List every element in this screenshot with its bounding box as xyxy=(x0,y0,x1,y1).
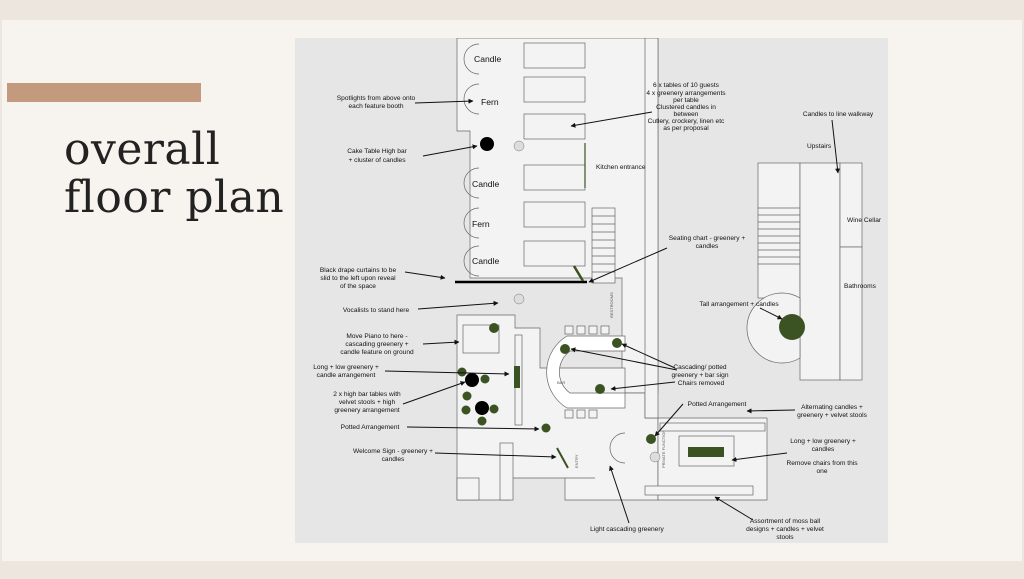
booth-label-candle-1: Candle xyxy=(474,54,501,64)
bathrooms-label: Bathrooms xyxy=(844,283,877,290)
bar-label: BAR xyxy=(557,380,565,385)
annotation-tall-arrangement: Tall arrangement + candles xyxy=(699,301,779,308)
booth-label-fern-2: Fern xyxy=(472,219,490,229)
annotation-chairs-removed: Chairs removed xyxy=(678,380,725,387)
entry-label: ENTRY xyxy=(574,454,579,468)
booths: Candle Fern Candle Fern Candle xyxy=(463,43,501,277)
private-function-label: PRIVATE FUNCTION xyxy=(661,430,666,468)
annotation-long-low-1: Long + low greenery +candle arrangement xyxy=(313,364,379,379)
slide-title-line-1: overall xyxy=(64,124,221,175)
booth-label-candle-2: Candle xyxy=(472,179,499,189)
piano-area xyxy=(457,323,551,433)
annotation-vocalists: Vocalists to stand here xyxy=(343,307,410,314)
seating-chart-marker xyxy=(572,265,585,282)
private-function-room: PRIVATE FUNCTION xyxy=(644,422,766,496)
annotation-welcome-sign: Welcome Sign - greenery +candles xyxy=(353,448,433,463)
floor-plan: Candle Fern Candle Fern Candle RESTROOMS xyxy=(295,38,888,543)
annotation-long-low-2: Long + low greenery +candles xyxy=(790,438,856,453)
annotation-seating-chart: Seating chart - greenery +candles xyxy=(669,235,746,250)
annotation-potted-1: Potted Arrangement xyxy=(341,424,400,431)
entry-area: ENTRY xyxy=(556,432,626,479)
annotation-alternating: Alternating candles +greenery + velvet s… xyxy=(797,404,868,419)
wine-cellar-label: Wine Cellar xyxy=(847,217,882,224)
annotation-light-cascading: Light cascading greenery xyxy=(590,526,664,533)
annotation-cake-table: Cake Table High bar+ cluster of candles xyxy=(347,148,407,164)
annotation-candles-walkway: Candles to line walkway xyxy=(803,111,874,118)
dining-tables xyxy=(513,42,586,305)
annotation-kitchen-entrance: Kitchen entrance xyxy=(596,164,646,171)
annotation-potted-2: Potted Arrangement xyxy=(688,401,747,408)
cake-table-marker xyxy=(480,137,494,151)
booth-label-candle-3: Candle xyxy=(472,256,499,266)
booth-label-fern-1: Fern xyxy=(481,97,499,107)
accent-bar xyxy=(7,83,201,102)
corridor: RESTROOMS xyxy=(584,143,616,318)
slide-title-line-2: floor plan - xyxy=(64,172,315,223)
right-wing: Wine Cellar Bathrooms Upstairs xyxy=(746,143,882,381)
annotation-move-piano: Move Piano to here -cascading greenery +… xyxy=(340,333,414,356)
u-bar: BAR xyxy=(546,325,626,419)
upstairs-label: Upstairs xyxy=(807,143,832,150)
restrooms-label: RESTROOMS xyxy=(609,292,614,318)
